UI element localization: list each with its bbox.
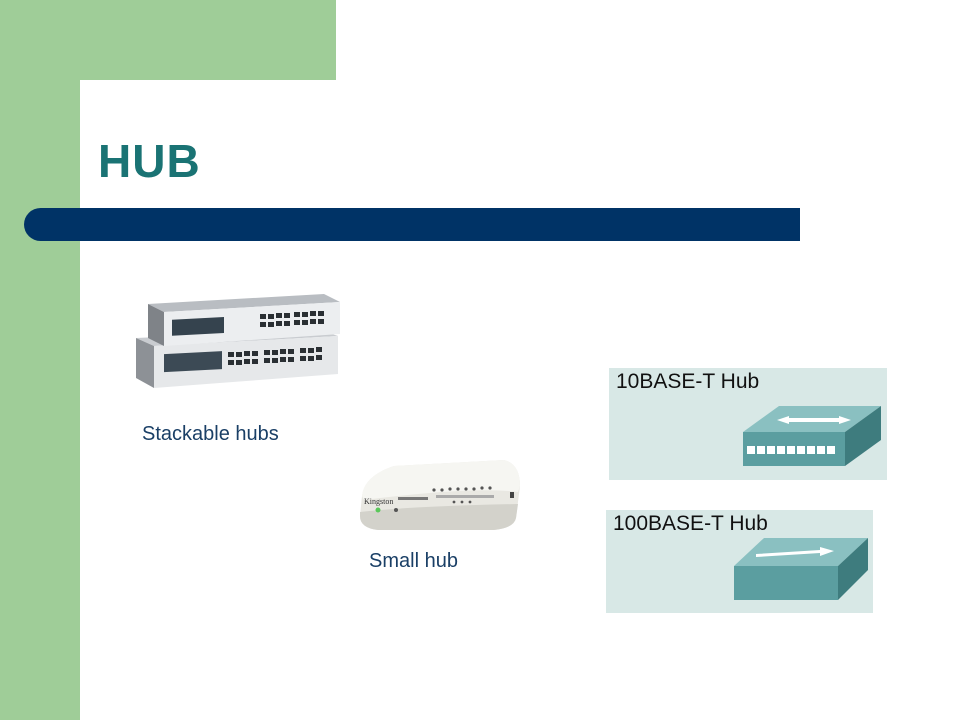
hub-10base-t-label: 10BASE-T Hub: [616, 370, 760, 393]
title-underline-bar: [24, 208, 800, 241]
stackable-hubs-image: [136, 294, 340, 388]
hub-10base-t-diagram: 10BASE-T Hub: [609, 368, 887, 480]
top-accent-band: [0, 0, 336, 80]
hub-100base-t-label: 100BASE-T Hub: [613, 512, 768, 535]
left-accent-band: [0, 0, 80, 720]
slide-title: HUB: [98, 135, 201, 187]
stackable-hubs-caption: Stackable hubs: [142, 423, 279, 445]
hub-10base-t-icon: [743, 406, 881, 466]
hub-100base-t-icon: [734, 538, 868, 600]
hub-100base-t-diagram: 100BASE-T Hub: [606, 510, 873, 613]
small-hub-brand: Kingston: [364, 497, 393, 506]
small-hub-image: Kingston: [360, 460, 520, 530]
content-corner: [80, 80, 140, 140]
small-hub-caption: Small hub: [369, 550, 458, 572]
